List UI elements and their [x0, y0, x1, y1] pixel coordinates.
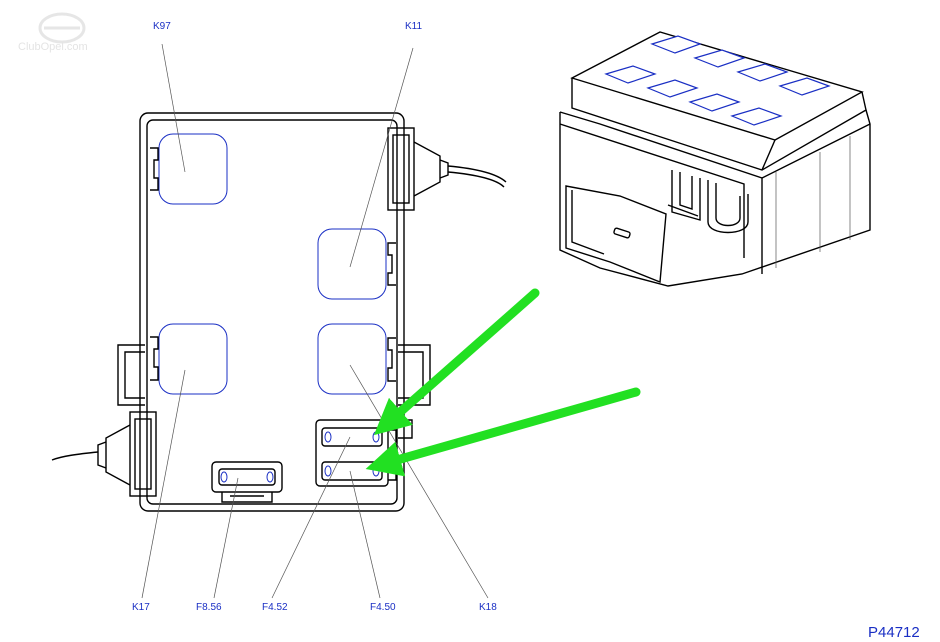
label-k97: K97: [153, 21, 171, 32]
label-k17: K17: [132, 602, 150, 613]
highlight-arrows: [365, 288, 641, 477]
label-f452: F4.52: [262, 602, 288, 613]
label-f856: F8.56: [196, 602, 222, 613]
label-f450: F4.50: [370, 602, 396, 613]
cable-grommet-top: [387, 127, 507, 211]
fuse-box-3d-view: [559, 31, 871, 287]
relay-k18: [317, 323, 387, 395]
arrow-to-f450: [365, 387, 641, 477]
watermark-logo: ClubOpel.com: [18, 12, 88, 53]
leader-lines: [141, 43, 489, 599]
relay-k11: [317, 228, 387, 300]
arrow-to-f452: [373, 288, 540, 436]
figure-reference: P44712: [868, 624, 920, 641]
relay-k17: [158, 323, 228, 395]
cable-grommet-bottom: [51, 411, 157, 497]
relay-k97: [158, 133, 228, 205]
fuse-holder-f856: [211, 461, 283, 503]
label-k18: K18: [479, 602, 497, 613]
watermark-text: ClubOpel.com: [18, 41, 88, 53]
label-k11: K11: [405, 21, 422, 32]
